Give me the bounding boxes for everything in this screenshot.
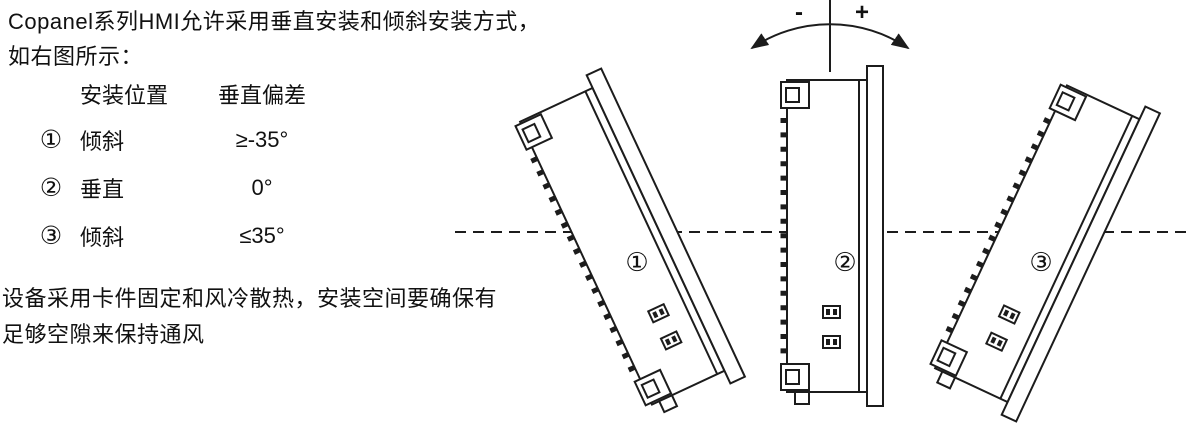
device-2-label: ② [833, 247, 856, 277]
row3-deviation: ≤35° [239, 223, 285, 248]
note-text: 设备采用卡件固定和风冷散热，安装空间要确保有 足够空隙来保持通风 [2, 281, 497, 353]
device-3-label: ③ [1029, 247, 1052, 277]
plus-label: + [855, 0, 869, 26]
row1-position: 倾斜 [80, 129, 125, 154]
intro-line-2: 如右图所示： [8, 44, 144, 69]
device-1-drawing [509, 69, 745, 420]
intro-line-1: Copanel系列HMI允许采用垂直安装和倾斜安装方式， [8, 9, 541, 34]
device-2-drawing [781, 66, 883, 406]
mounting-table: 安装位置 垂直偏差 ① 倾斜 ≥-35° ② 垂直 0° ③ 倾斜 ≤35° [22, 72, 324, 260]
device-3-drawing [924, 70, 1160, 421]
rotation-arc [750, 23, 910, 50]
device-1-label: ① [625, 247, 648, 277]
note-line-1: 设备采用卡件固定和风冷散热，安装空间要确保有 [2, 286, 498, 311]
row2-position: 垂直 [80, 177, 125, 202]
minus-label: - [795, 0, 803, 26]
row1-deviation: ≥-35° [235, 127, 289, 152]
row1-marker: ① [39, 126, 63, 154]
col-header-deviation: 垂直偏差 [217, 83, 306, 108]
intro-text: Copanel系列HMI允许采用垂直安装和倾斜安装方式， 如右图所示： [8, 4, 540, 74]
row2-marker: ② [39, 174, 63, 202]
note-line-2: 足够空隙来保持通风 [2, 322, 205, 347]
row3-marker: ③ [39, 222, 63, 250]
row2-deviation: 0° [251, 175, 273, 200]
row3-position: 倾斜 [80, 225, 125, 250]
col-header-position: 安装位置 [80, 83, 169, 108]
